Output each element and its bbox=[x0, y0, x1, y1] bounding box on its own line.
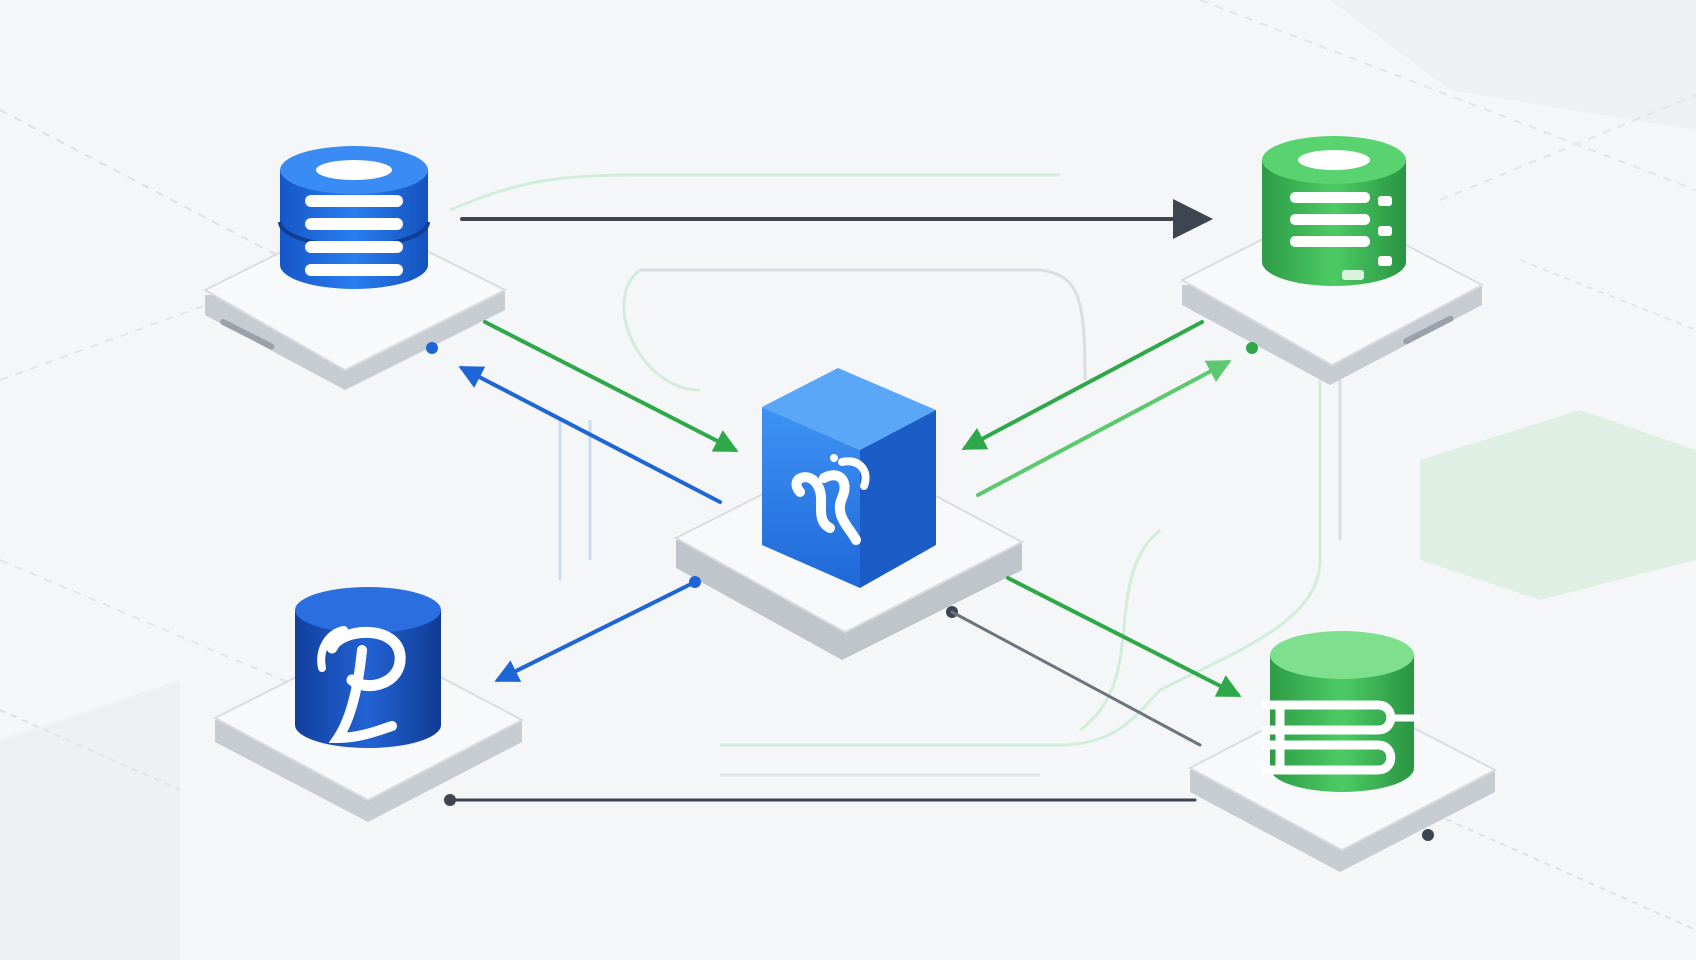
arrow-hub-to-top-left bbox=[458, 366, 722, 504]
node-db-bottom-right[interactable] bbox=[1187, 631, 1498, 872]
integration-hub-logo-icon bbox=[791, 454, 870, 545]
link-hub-to-bottom-right bbox=[950, 610, 1202, 747]
arrow-hub-to-top-right bbox=[976, 360, 1232, 497]
background-grid bbox=[0, 0, 1696, 931]
arrow-hub-to-bottom-left bbox=[494, 580, 697, 682]
connectors bbox=[448, 199, 1242, 802]
database-stack-icon bbox=[278, 146, 430, 289]
postgres-p-logo-icon bbox=[295, 587, 441, 748]
node-db-bottom-left[interactable] bbox=[212, 587, 525, 822]
database-stack-icon bbox=[1262, 631, 1420, 792]
database-stack-icon bbox=[1262, 136, 1406, 286]
arrow-top-right-to-hub bbox=[961, 320, 1204, 450]
arrow-top-left-to-hub bbox=[483, 320, 739, 452]
node-db-top-left[interactable] bbox=[202, 146, 508, 390]
node-db-top-right[interactable] bbox=[1179, 136, 1485, 385]
arrow-hub-to-bottom-right bbox=[1006, 576, 1242, 697]
hub-node[interactable] bbox=[673, 368, 1025, 660]
faint-flow-lines bbox=[449, 173, 1342, 777]
cube bbox=[762, 368, 936, 588]
